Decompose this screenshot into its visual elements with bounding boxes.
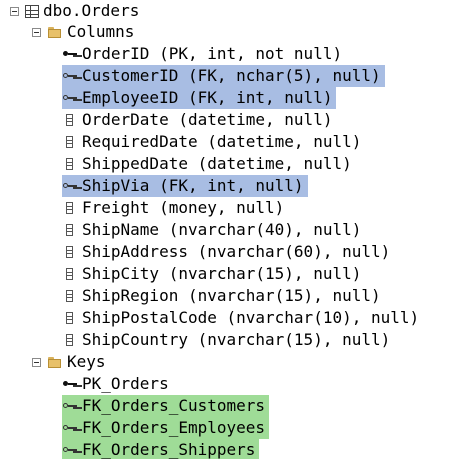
column-node-label: ShipRegion (nvarchar(15), null) (82, 286, 381, 305)
column-icon (62, 244, 78, 260)
tree-node-table[interactable]: dbo.Orders (10, 0, 139, 22)
key-node-label: PK_Orders (82, 374, 169, 393)
column-node-label: ShipAddress (nvarchar(60), null) (82, 242, 391, 261)
column-icon (62, 288, 78, 304)
foreign-key-icon (62, 90, 78, 106)
column-node[interactable]: ShipAddress (nvarchar(60), null) (62, 241, 394, 263)
table-label: dbo.Orders (43, 1, 140, 20)
column-icon (62, 200, 78, 216)
column-node[interactable]: ShippedDate (datetime, null) (62, 153, 356, 175)
column-icon (62, 156, 78, 172)
folder-icon (47, 354, 63, 370)
primary-key-icon (62, 376, 78, 392)
column-node[interactable]: CustomerID (FK, nchar(5), null) (62, 65, 385, 87)
row-content: OrderID (PK, int, not null) (62, 43, 346, 65)
column-icon (62, 310, 78, 326)
column-node[interactable]: ShipVia (FK, int, null) (62, 175, 308, 197)
key-node-label: FK_Orders_Customers (82, 396, 266, 415)
row-content: CustomerID (FK, nchar(5), null) (62, 65, 385, 87)
column-node-label: ShipPostalCode (nvarchar(10), null) (82, 308, 420, 327)
key-node[interactable]: PK_Orders (62, 373, 173, 395)
column-node-label: OrderID (PK, int, not null) (82, 44, 343, 63)
row-content: ShippedDate (datetime, null) (62, 153, 356, 175)
column-node-label: Freight (money, null) (82, 198, 285, 217)
foreign-key-icon (62, 178, 78, 194)
column-node[interactable]: ShipPostalCode (nvarchar(10), null) (62, 307, 423, 329)
collapse-icon[interactable] (32, 357, 41, 367)
columns-folder-label: Columns (67, 22, 135, 41)
key-node-label: FK_Orders_Employees (82, 418, 266, 437)
row-content: ShipVia (FK, int, null) (62, 175, 308, 197)
key-node[interactable]: FK_Orders_Customers (62, 395, 270, 417)
column-node[interactable]: ShipCity (nvarchar(15), null) (62, 263, 365, 285)
column-node[interactable]: ShipRegion (nvarchar(15), null) (62, 285, 385, 307)
key-node[interactable]: FK_Orders_Shippers (62, 439, 260, 459)
row-content: FK_Orders_Customers (62, 395, 270, 417)
column-node-label: ShipVia (FK, int, null) (82, 176, 304, 195)
column-node[interactable]: OrderID (PK, int, not null) (62, 43, 346, 65)
foreign-key-icon (62, 420, 78, 436)
column-icon (62, 134, 78, 150)
column-node-label: ShipCity (nvarchar(15), null) (82, 264, 362, 283)
row-content: ShipPostalCode (nvarchar(10), null) (62, 307, 423, 329)
column-node-label: ShipName (nvarchar(40), null) (82, 220, 362, 239)
row-content: ShipAddress (nvarchar(60), null) (62, 241, 394, 263)
keys-folder-label: Keys (67, 352, 106, 371)
primary-key-icon (62, 46, 78, 62)
column-node[interactable]: ShipCountry (nvarchar(15), null) (62, 329, 394, 351)
row-content: ShipRegion (nvarchar(15), null) (62, 285, 385, 307)
row-content: OrderDate (datetime, null) (62, 109, 336, 131)
table-icon (25, 4, 39, 18)
row-content: FK_Orders_Shippers (62, 439, 260, 459)
row-content: ShipCity (nvarchar(15), null) (62, 263, 365, 285)
column-node-label: EmployeeID (FK, int, null) (82, 88, 333, 107)
tree-node-columns-folder[interactable]: Columns (32, 21, 134, 43)
column-node-label: CustomerID (FK, nchar(5), null) (82, 66, 381, 85)
key-node[interactable]: FK_Orders_Employees (62, 417, 270, 439)
row-content: EmployeeID (FK, int, null) (62, 87, 337, 109)
row-content: RequiredDate (datetime, null) (62, 131, 365, 153)
column-icon (62, 222, 78, 238)
tree-node-keys-folder[interactable]: Keys (32, 351, 106, 373)
column-icon (62, 332, 78, 348)
row-content: Freight (money, null) (62, 197, 288, 219)
column-node-label: ShippedDate (datetime, null) (82, 154, 352, 173)
column-icon (62, 112, 78, 128)
foreign-key-icon (62, 68, 78, 84)
row-content: PK_Orders (62, 373, 173, 395)
column-node[interactable]: OrderDate (datetime, null) (62, 109, 336, 131)
foreign-key-icon (62, 398, 78, 414)
column-node-label: RequiredDate (datetime, null) (82, 132, 362, 151)
foreign-key-icon (62, 442, 78, 458)
collapse-icon[interactable] (32, 27, 41, 37)
folder-icon (47, 24, 63, 40)
column-node[interactable]: Freight (money, null) (62, 197, 288, 219)
column-node-label: ShipCountry (nvarchar(15), null) (82, 330, 391, 349)
key-node-label: FK_Orders_Shippers (82, 440, 256, 459)
row-content: FK_Orders_Employees (62, 417, 270, 439)
collapse-icon[interactable] (10, 6, 19, 16)
column-icon (62, 266, 78, 282)
column-node[interactable]: EmployeeID (FK, int, null) (62, 87, 337, 109)
row-content: ShipName (nvarchar(40), null) (62, 219, 365, 241)
column-node[interactable]: RequiredDate (datetime, null) (62, 131, 365, 153)
column-node-label: OrderDate (datetime, null) (82, 110, 333, 129)
row-content: ShipCountry (nvarchar(15), null) (62, 329, 394, 351)
column-node[interactable]: ShipName (nvarchar(40), null) (62, 219, 365, 241)
